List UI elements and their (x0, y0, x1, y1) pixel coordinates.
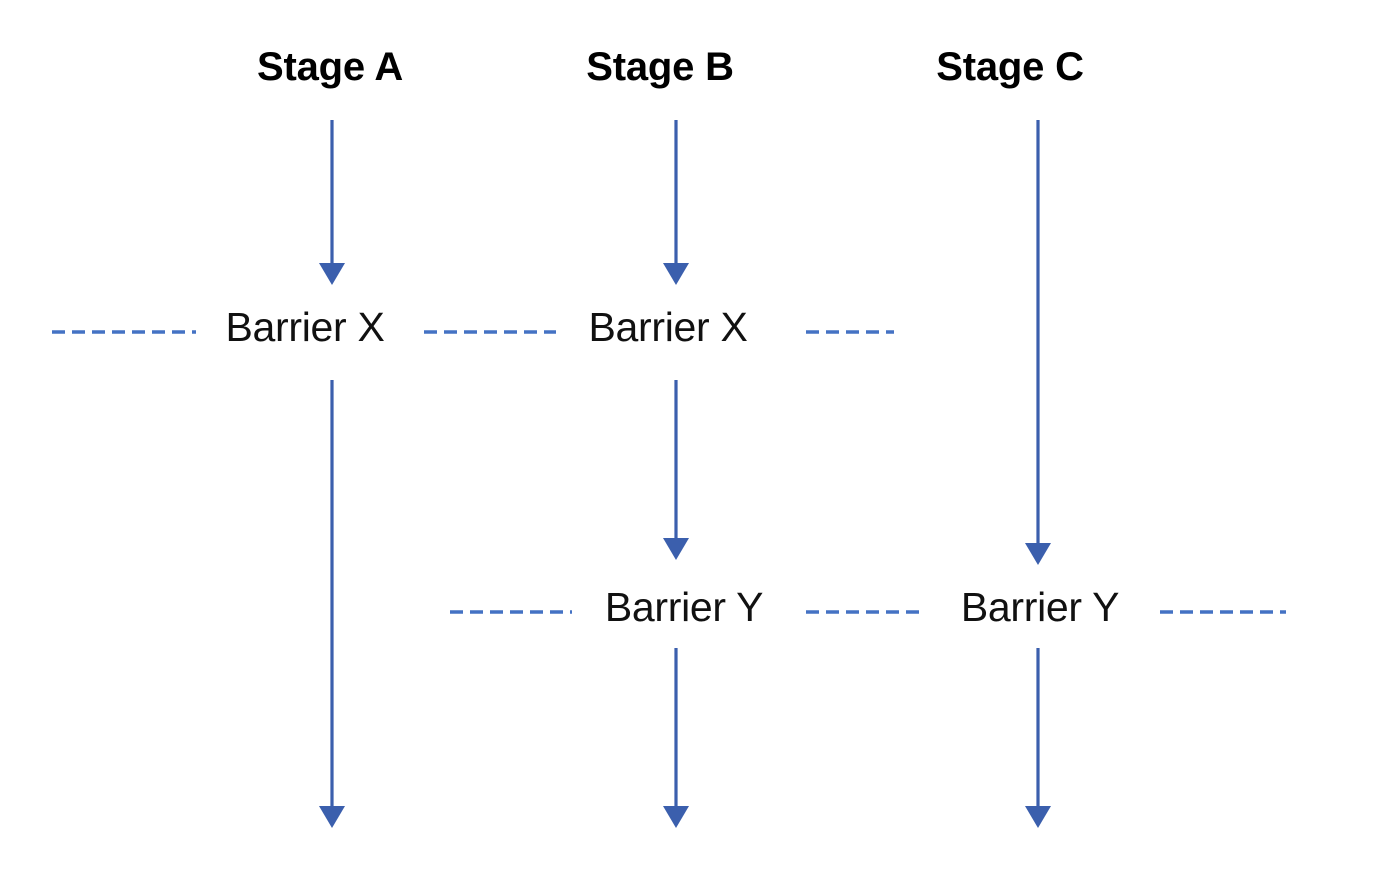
barrier-dashed-connector (806, 330, 894, 334)
stage-label-b: Stage B (586, 45, 734, 89)
flow-arrow (663, 648, 689, 828)
flow-arrow (319, 380, 345, 828)
flow-arrow (1025, 120, 1051, 565)
flow-arrow (1025, 648, 1051, 828)
barrier-dashed-connector (1160, 610, 1286, 614)
barrier-label-x-stage-a: Barrier X (225, 304, 385, 350)
flow-arrow (663, 120, 689, 285)
flow-arrow (319, 120, 345, 285)
flow-arrow (663, 380, 689, 560)
barrier-dashed-connector (806, 610, 926, 614)
barrier-dashed-connector (424, 330, 556, 334)
barrier-dashed-connector (52, 330, 196, 334)
barrier-label-x-stage-b: Barrier X (588, 304, 748, 350)
stage-label-a: Stage A (256, 45, 404, 89)
barrier-label-y-stage-b: Barrier Y (604, 584, 764, 630)
barrier-label-y-stage-c: Barrier Y (960, 584, 1120, 630)
barrier-dashed-connector (450, 610, 572, 614)
stage-label-c: Stage C (936, 45, 1084, 89)
